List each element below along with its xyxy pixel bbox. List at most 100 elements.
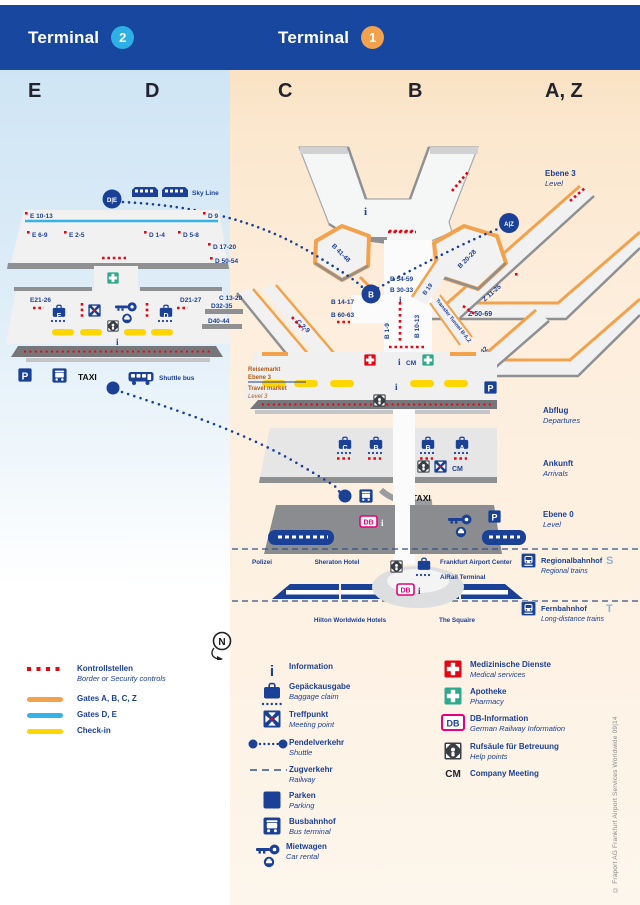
gate-label-e21-26: E21-26 [30, 297, 51, 304]
gate-label-b1-9: B 1-9 [384, 323, 391, 339]
legend-sublabel: Help points [470, 752, 508, 761]
checkin-desk [124, 329, 146, 336]
central-spine [393, 409, 415, 564]
information-icon: i [395, 382, 398, 392]
legend-item-db-information: DB DB-Information German Railway Informa… [436, 714, 565, 733]
connector-bar2 [202, 324, 242, 329]
airport-center-building [410, 505, 502, 554]
gate-label-c13-20: C 13-20 [219, 295, 243, 302]
badge-b-text: B [368, 291, 374, 300]
svg-text:P: P [268, 793, 277, 808]
gate-label-d1-4: D 1-4 [149, 232, 165, 239]
ankunft-sub: Arrivals [542, 469, 568, 478]
information-icon: i [364, 206, 367, 218]
legend-label: Information [289, 662, 333, 671]
skyline-station-de-badge [102, 189, 122, 209]
db-letters: DB [363, 520, 373, 527]
db-icon [396, 583, 415, 596]
pier-z50-69 [418, 232, 640, 319]
legend-item-car-rental: Mietwagen Car rental [252, 842, 327, 868]
information-icon: i [399, 295, 402, 305]
legend-item-checkin: Check-in [27, 726, 111, 736]
reisemarkt-de1: Reisemarkt [248, 367, 280, 373]
legend-item-meeting: Treffpunkt Meeting point [255, 710, 334, 729]
gate-marker [144, 231, 147, 234]
sbahn-badge: S [606, 555, 613, 567]
legend-item-pharmacy: Apotheke Pharmacy [436, 687, 506, 706]
shuttle-icon [248, 738, 289, 750]
legend-item-gates-de: Gates D, E [27, 710, 117, 720]
gate-marker [210, 257, 213, 260]
terminal1-title: Terminal [278, 27, 350, 47]
connector-bar [205, 309, 243, 314]
y-pier-edge [346, 146, 368, 200]
compass-arrow-head [217, 656, 223, 660]
baggage-letter-a: A [459, 445, 464, 452]
regionalbahnhof-sub: Regional trains [541, 568, 588, 575]
checkin-desk [294, 380, 318, 387]
gate-label-d9: D 9 [208, 213, 219, 220]
checkin-row-t1: i [262, 380, 468, 392]
legend-label: Gates A, B, C, Z [77, 694, 137, 703]
medical-icon [364, 354, 376, 366]
badge-az-text: A|Z [504, 222, 514, 228]
security-dots-y-arm [451, 171, 469, 192]
legend-item-shuttle: Pendelverkehr Shuttle [248, 738, 344, 757]
b-west-pier: i [298, 146, 479, 245]
legend-label: Treffpunkt [289, 710, 329, 719]
baggage-letter-b1: B [373, 445, 378, 452]
checkin-desk [80, 329, 102, 336]
legend-item-baggage: Gepäckausgabe Baggage claim [255, 682, 350, 708]
gate-label-b30-33: B 30-33 [390, 287, 414, 294]
legend-item-help-points: Rufsäule für Betreuung Help points [436, 742, 559, 761]
legend-sublabel: Shuttle [289, 748, 313, 757]
sheraton-building [264, 505, 395, 554]
company-meeting-label: CM [452, 466, 463, 473]
transfer-tunnel [430, 295, 472, 345]
db-information-t1: DB i [359, 515, 384, 528]
legend-item-parking: P Parken Parking [255, 791, 316, 810]
svg-text:i: i [270, 663, 274, 678]
shuttle-bus-label: Shuttle bus [159, 375, 195, 382]
pier-a50-69 [424, 299, 640, 376]
bus-stop-icon [359, 489, 373, 503]
checkin-desk [151, 329, 173, 336]
tbahn-badge: T [606, 603, 613, 615]
checkin-desk [444, 380, 468, 387]
legend-sublabel: Meeting point [289, 720, 335, 729]
y-pier-tip-left [300, 147, 348, 154]
pharmacy-icon [436, 687, 470, 705]
skyline-group: Sky Line D|E B A|Z [102, 187, 519, 304]
gate-label-b10-13: B 10-13 [414, 314, 421, 338]
legend-label: Gepäckausgabe [289, 682, 351, 691]
legend-item-bus: Busbahnhof Bus terminal [255, 817, 336, 836]
checkin-desk [330, 380, 354, 387]
information-icon: i [398, 357, 401, 367]
squaire-label: The Squaire [439, 617, 476, 624]
gate-label-b60-63: B 60-63 [331, 312, 355, 319]
bus-stop-icon [52, 368, 67, 383]
help-point-icon [417, 460, 430, 473]
gates-de-swatch [27, 713, 63, 718]
legend-label: DB-Information [470, 714, 529, 723]
parking-letter: P [487, 384, 493, 394]
gate-label-z50-69: Z 50-69 [468, 311, 492, 318]
legend-label: Busbahnhof [289, 817, 336, 826]
badge-de-text: D|E [107, 198, 117, 204]
compass-circle [212, 631, 232, 651]
regional-train-icon [521, 553, 536, 568]
b19-orange-edge [410, 257, 440, 298]
legend-label: Zugverkehr [289, 765, 333, 774]
legend-sublabel: Parking [289, 801, 315, 810]
t2-top-bar [14, 287, 92, 291]
gate-label-d50-54: D 50-54 [215, 258, 239, 265]
meeting-point-icon [434, 460, 447, 473]
parking-icon: P [255, 791, 289, 809]
gate-label-e6-9: E 6-9 [32, 232, 48, 239]
db-icon: DB [436, 714, 470, 731]
ebene3-sub: Level [545, 179, 563, 188]
shuttle-stop-icon [338, 489, 352, 503]
car-rental-icon [252, 842, 286, 868]
y-pier-edge [408, 146, 431, 200]
airport-center-label: Frankfurt Airport Center [440, 559, 512, 566]
